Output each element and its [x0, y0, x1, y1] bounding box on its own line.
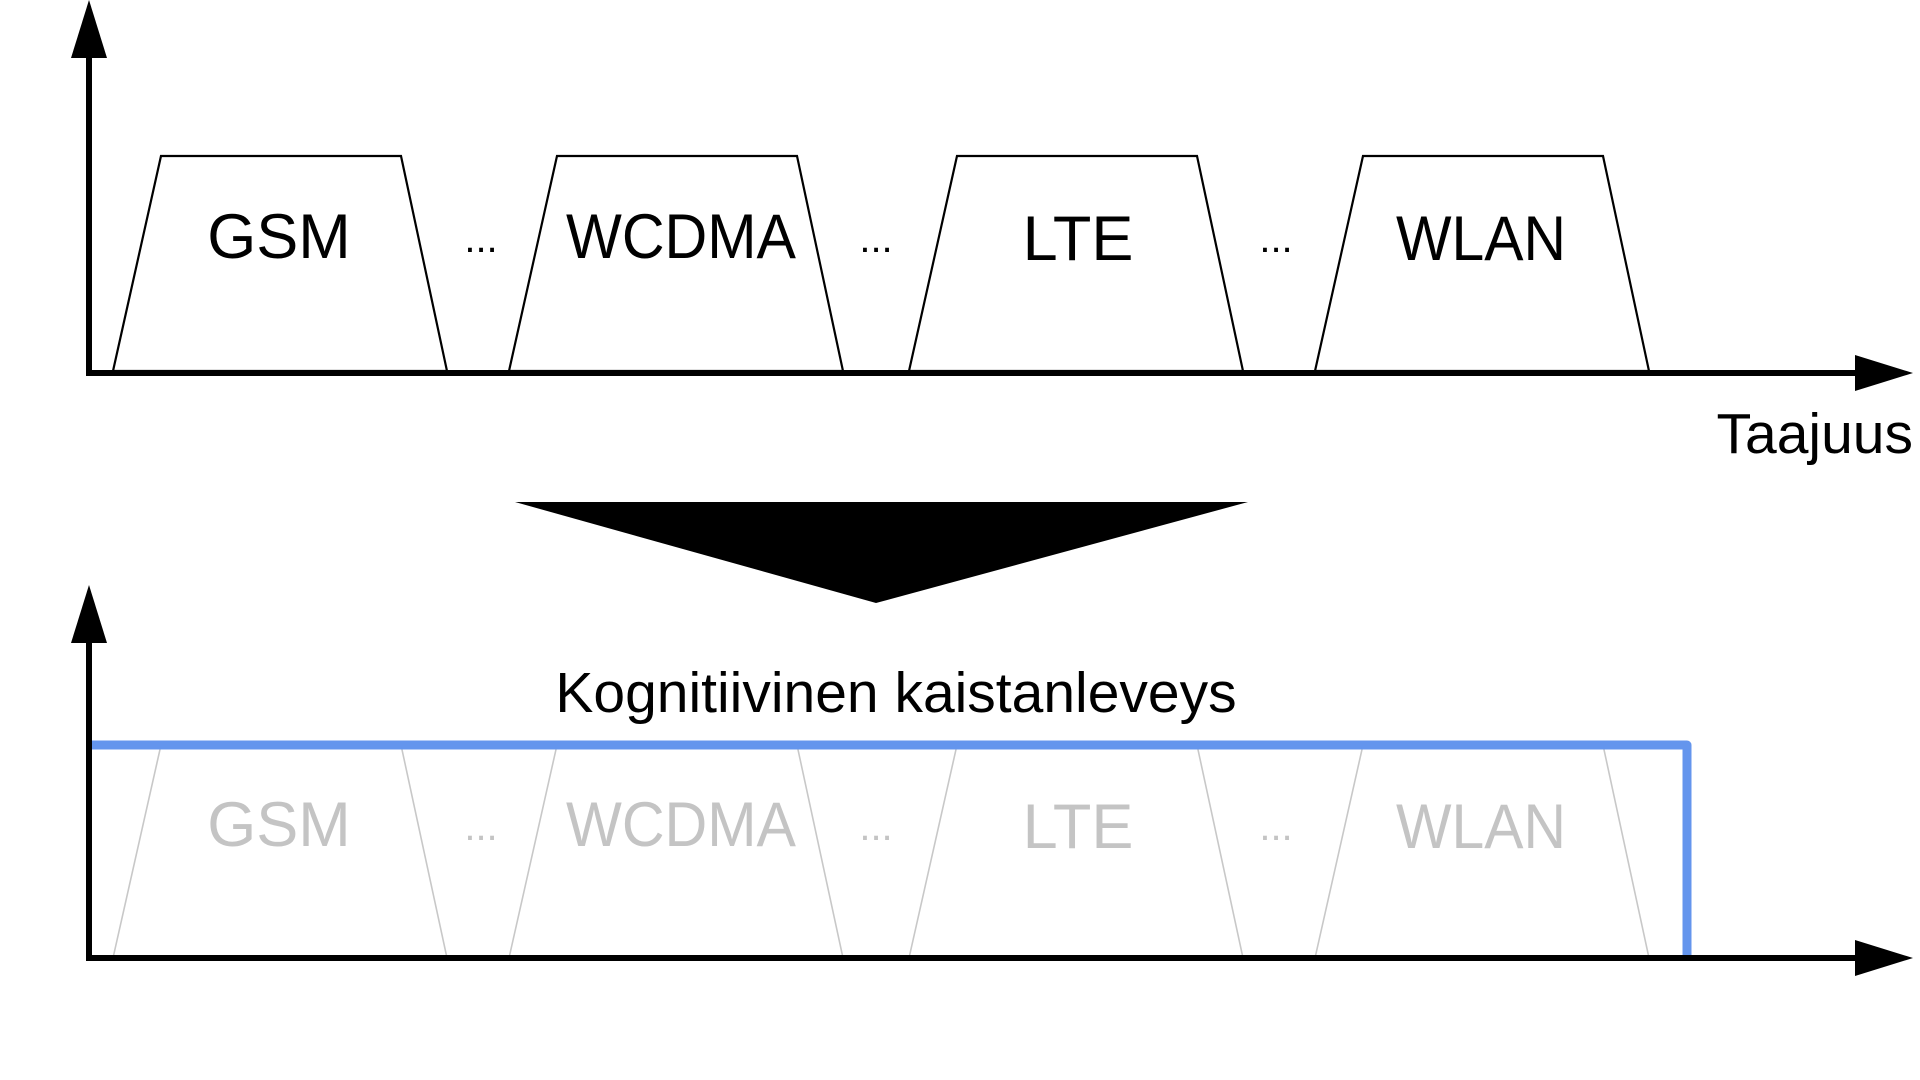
- band-gsm-shape: [111, 154, 449, 373]
- faded-band-gsm-label: GSM: [207, 790, 351, 860]
- band-wcdma-label: WCDMA: [566, 202, 796, 272]
- cognitive-bandwidth-line: [89, 740, 1692, 958]
- band-lte-shape: [907, 154, 1245, 373]
- separator-ellipsis: ...: [464, 217, 497, 261]
- faded-band-wlan-label: WLAN: [1396, 792, 1566, 862]
- top-y-axis-arrowhead: [71, 0, 107, 58]
- bottom-diagram: Kognitiivinen kaistanleveys GSM WCDMA LT…: [71, 585, 1913, 976]
- band-wcdma-shape: [507, 154, 845, 373]
- cognitive-bandwidth-label: Kognitiivinen kaistanleveys: [555, 661, 1236, 725]
- band-gsm-label: GSM: [207, 202, 351, 272]
- separator-ellipsis: ...: [1259, 217, 1292, 261]
- faded-band-lte-label: LTE: [1023, 792, 1134, 862]
- frequency-axis-label: Taajuus: [1717, 402, 1913, 466]
- transition-arrow: [515, 502, 1248, 603]
- bottom-y-axis-arrowhead: [71, 585, 107, 643]
- top-diagram: GSM WCDMA LTE WLAN ... ... ... Taajuus: [71, 0, 1913, 466]
- band-wlan-shape: [1313, 154, 1651, 373]
- faded-separator-ellipsis: ...: [464, 805, 497, 849]
- faded-separator-ellipsis: ...: [859, 805, 892, 849]
- bottom-x-axis-arrowhead: [1855, 940, 1913, 976]
- faded-separator-ellipsis: ...: [1259, 805, 1292, 849]
- faded-band-wcdma-label: WCDMA: [566, 790, 796, 860]
- separator-ellipsis: ...: [859, 217, 892, 261]
- top-x-axis-arrowhead: [1855, 355, 1913, 391]
- band-wlan-label: WLAN: [1396, 204, 1566, 274]
- band-lte-label: LTE: [1023, 204, 1134, 274]
